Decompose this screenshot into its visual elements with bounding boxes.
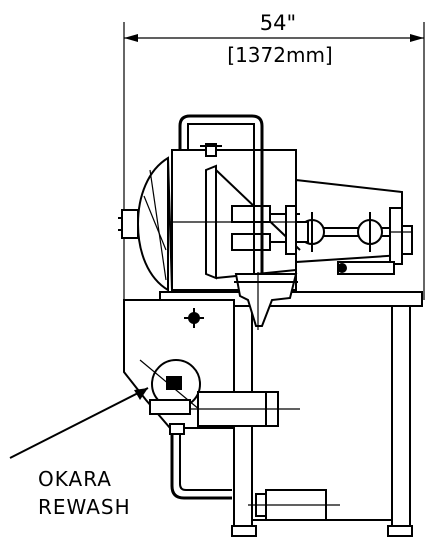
cover-hatch-1 [149,169,167,281]
top-piping [178,114,264,290]
drive-housing [270,178,413,275]
cover-handle [121,209,139,239]
discharge-inner [179,434,232,491]
dimension-mm-label: [1372mm] [227,43,332,67]
dimension-arrow-left [124,34,138,42]
front-cover [118,156,173,292]
width-dimension: 54" [1372mm] [123,11,425,300]
coupling-hub [295,221,309,243]
discharge-pipe [170,434,232,500]
coupling-upper [231,205,271,223]
bottom-motor [248,489,340,521]
leader-line [9,387,149,459]
coupling-lower [231,233,271,251]
adjuster-knob [337,263,347,273]
rewash-motor-box [166,376,182,390]
discharge-outer [170,434,232,500]
callout-label-line1: OKARA [38,467,112,491]
foot-right [387,525,413,537]
foot-center [231,525,257,537]
pipe-outer [178,114,264,290]
cover-hatch-2 [143,195,167,251]
frame-leg-right [391,305,411,529]
drum-housing [136,149,309,291]
rewash-outlet [169,423,185,435]
coupling-flange [285,205,297,255]
leader-arrowhead [134,388,148,400]
dimension-arrow-right [410,34,424,42]
drive-plate [389,207,403,265]
rewash-motor-mount [149,399,191,415]
collector [234,272,298,330]
screw-conveyor [190,391,300,427]
pipe-inner [187,123,255,290]
pipe-fitting [205,143,217,157]
cover-dome [136,156,169,292]
dimension-inches-label: 54" [260,11,296,35]
callout-label-line2: REWASH [38,495,131,519]
cover-rim [167,157,173,291]
drive-hub [401,225,413,255]
okara-rewash-callout: OKARA REWASH [9,387,149,519]
